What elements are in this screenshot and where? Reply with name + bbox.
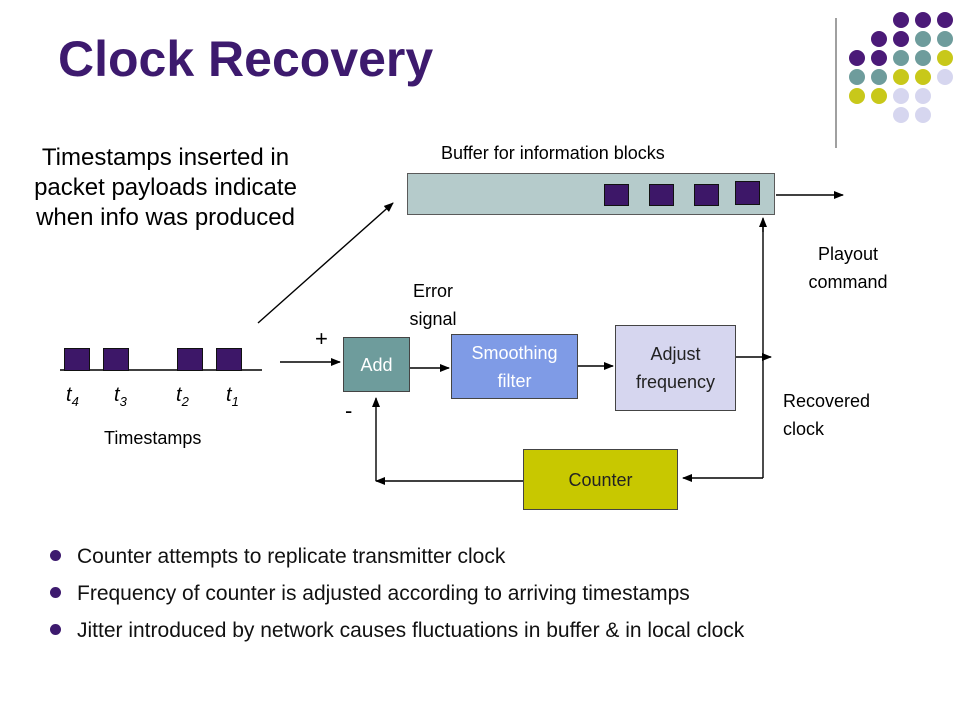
timestamp-packet	[64, 348, 90, 371]
bullet-item: Frequency of counter is adjusted accordi…	[50, 575, 744, 612]
decorative-dot	[937, 12, 953, 28]
decorative-dot	[893, 88, 909, 104]
bullet-item: Jitter introduced by network causes fluc…	[50, 612, 744, 649]
bullet-text: Counter attempts to replicate transmitte…	[77, 545, 506, 568]
decorative-dot	[893, 31, 909, 47]
buffer-info-block	[604, 184, 629, 206]
decorative-dot	[871, 69, 887, 85]
decorative-dot	[937, 31, 953, 47]
error-signal-label: Error signal	[409, 281, 457, 329]
decorative-dot	[937, 69, 953, 85]
timestamp-packet	[103, 348, 129, 371]
buffer-info-block	[694, 184, 719, 206]
adjust-frequency-block: Adjust frequency	[615, 325, 736, 411]
decorative-dot	[849, 88, 865, 104]
timestamp-mark: t1	[226, 384, 239, 409]
bullet-dot	[50, 587, 61, 598]
smoothing-filter-block: Smoothing filter	[451, 334, 578, 399]
decorative-dot-grid	[849, 12, 953, 123]
plus-sign: +	[315, 326, 328, 351]
decorative-dot	[915, 50, 931, 66]
counter-block: Counter	[523, 449, 678, 510]
bullet-text: Jitter introduced by network causes fluc…	[77, 619, 745, 642]
decorative-dot	[871, 88, 887, 104]
packet-to-buffer-arrow	[257, 202, 394, 324]
buffer-label: Buffer for information blocks	[441, 143, 665, 163]
decorative-dot	[915, 31, 931, 47]
decorative-dot	[871, 31, 887, 47]
playout-command-label: Playout command	[808, 244, 888, 292]
decorative-dot	[893, 12, 909, 28]
page-title: Clock Recovery	[58, 31, 434, 87]
bullet-dot	[50, 550, 61, 561]
decorative-dot	[915, 69, 931, 85]
decorative-dot	[915, 88, 931, 104]
decorative-dot	[915, 107, 931, 123]
decorative-dot	[849, 50, 865, 66]
bullet-item: Counter attempts to replicate transmitte…	[50, 538, 744, 575]
intro-text: Timestamps inserted in packet payloads i…	[34, 144, 297, 231]
buffer-info-block	[735, 181, 760, 205]
timestamp-mark: t2	[176, 384, 189, 409]
bullet-text: Frequency of counter is adjusted accordi…	[77, 582, 690, 605]
information-buffer	[407, 173, 775, 215]
add-block: Add	[343, 337, 410, 392]
timestamp-mark: t4	[66, 384, 79, 409]
timestamp-packet	[177, 348, 203, 371]
decorative-dot	[893, 69, 909, 85]
bullet-dot	[50, 624, 61, 635]
timestamp-mark: t3	[114, 384, 127, 409]
decorative-dot	[893, 50, 909, 66]
buffer-info-block	[649, 184, 674, 206]
decorative-dot	[871, 50, 887, 66]
decorative-dot	[893, 107, 909, 123]
minus-sign: -	[345, 398, 353, 423]
bullet-list: Counter attempts to replicate transmitte…	[50, 538, 744, 649]
decorative-dot	[937, 50, 953, 66]
timestamps-label: Timestamps	[104, 428, 202, 448]
decorative-dot	[849, 69, 865, 85]
timestamp-packet	[216, 348, 242, 371]
decorative-dot	[915, 12, 931, 28]
title-divider-line	[835, 18, 837, 148]
recovered-clock-label: Recovered clock	[783, 391, 871, 439]
